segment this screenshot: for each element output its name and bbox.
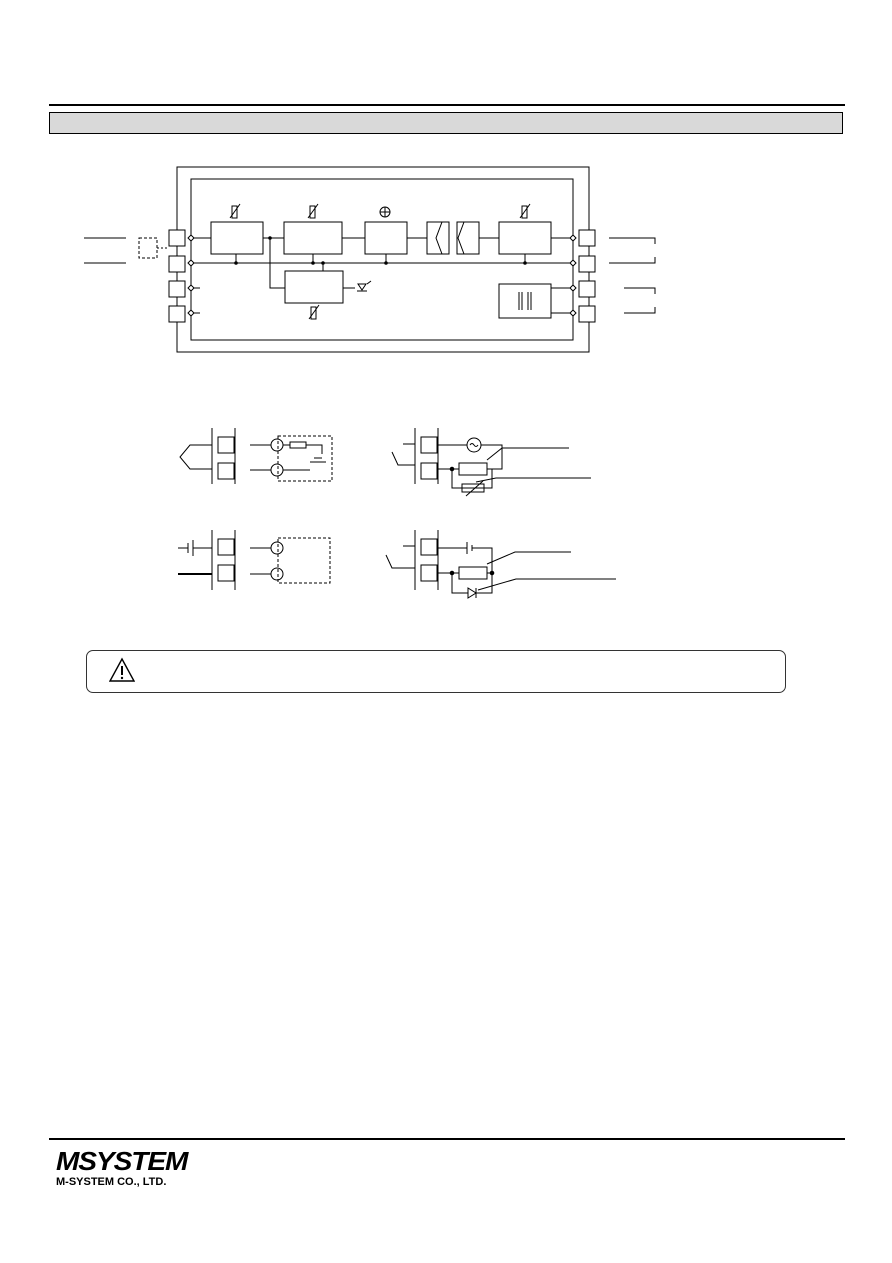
connection-example-ac [391,428,591,497]
company-logo: MSYSTEM M-SYSTEM CO., LTD. [56,1148,188,1188]
adjust-icon-4 [308,304,320,320]
top-rule [49,104,845,106]
connection-example-thermocouple [179,428,333,484]
led-icon [343,280,372,292]
adjust-icon-1 [229,203,241,219]
block-power-transformer [498,283,552,319]
block-3 [364,221,408,255]
terminal-left-4 [168,305,186,323]
connection-example-dc-diode [385,530,616,599]
bottom-rule [49,1138,845,1140]
section-header-band [49,112,843,134]
terminal-right-1 [578,229,596,247]
block-burnout [284,270,344,304]
company-name: M-SYSTEM CO., LTD. [56,1176,167,1188]
adjust-icon-3 [519,203,531,219]
terminal-left-3 [168,280,186,298]
transformer-icon [518,292,532,310]
terminal-left-2 [168,255,186,273]
warning-icon [109,657,135,682]
block-2 [283,221,343,255]
logo-mark: MSYSTEM [56,1146,188,1176]
enclosure-inner [190,178,574,341]
terminal-left-1 [168,229,186,247]
terminal-right-3 [578,280,596,298]
block-isolator-right [456,221,480,255]
terminal-right-2 [578,255,596,273]
block-1 [210,221,264,255]
terminal-right-4 [578,305,596,323]
block-4 [498,221,552,255]
adjust-icon-2 [307,203,319,219]
indicator-icon [379,206,391,218]
enclosure-outer [176,166,590,353]
input-dashed-element [138,237,158,259]
block-isolator-left [426,221,450,255]
block-diagram [84,166,656,599]
caution-box [86,650,786,693]
connection-example-dc [178,530,331,590]
